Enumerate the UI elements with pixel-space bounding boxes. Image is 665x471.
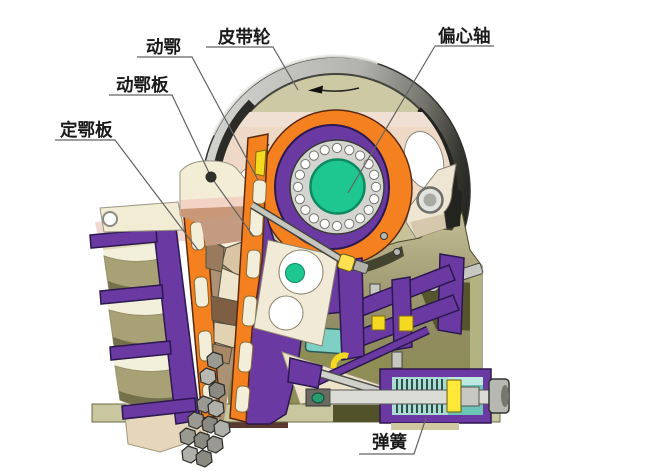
svg-text:皮带轮: 皮带轮 <box>218 27 271 47</box>
svg-text:动鄂: 动鄂 <box>146 37 181 57</box>
svg-text:弹簧: 弹簧 <box>372 432 407 452</box>
svg-text:定鄂板: 定鄂板 <box>60 120 113 140</box>
svg-text:动鄂板: 动鄂板 <box>116 75 169 95</box>
svg-text:偏心轴: 偏心轴 <box>438 26 491 46</box>
